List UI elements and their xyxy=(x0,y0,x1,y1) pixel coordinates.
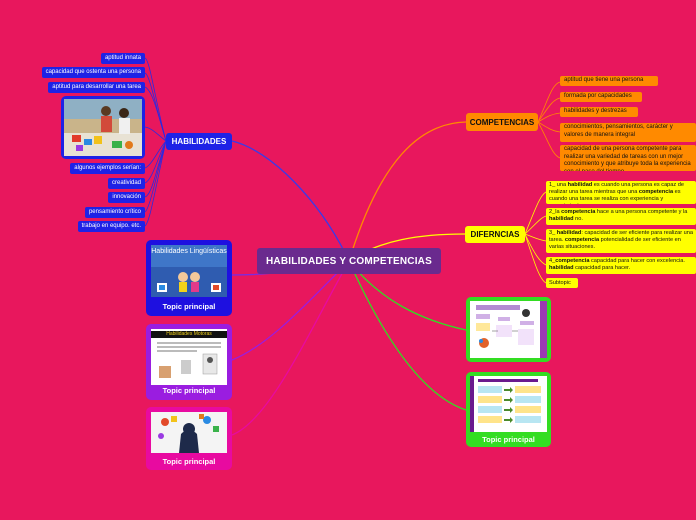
motor-skills-illustration-icon xyxy=(151,338,227,385)
topic-principal-label-1: Topic principal xyxy=(146,302,232,311)
differences-table-thumbnail xyxy=(470,376,547,432)
motoras-title: Habilidades Motoras xyxy=(151,331,227,338)
habilidades-item-pensamiento-critico[interactable]: pensamiento crítico xyxy=(85,207,145,218)
green-image-node-1[interactable] xyxy=(466,297,551,362)
hand-objects-illustration-icon xyxy=(151,412,227,453)
competencias-item-conocimientos[interactable]: conocimientos, pensamientos, carácter y … xyxy=(560,123,696,142)
diferencia-item-2[interactable]: 2_la competencia hace a una persona comp… xyxy=(546,208,696,225)
diferencia-item-4[interactable]: 4_competencia capacidad para hacer con e… xyxy=(546,257,696,274)
habilidades-item-capacidad[interactable]: capacidad que ostenta una persona xyxy=(42,67,145,78)
topic-principal-label-3: Topic principal xyxy=(146,457,232,466)
topic-principal-label-2: Topic principal xyxy=(146,386,232,395)
competencias-item-aptitud[interactable]: aptitud que tiene una persona xyxy=(560,76,658,86)
habilidades-item-aptitud-innata[interactable]: aptitud innata xyxy=(101,53,145,64)
linguisticas-title: Habilidades Lingüísticas xyxy=(151,248,227,256)
topic-node-motoras[interactable]: Habilidades Motoras Topic principal xyxy=(146,324,232,400)
habilidades-image[interactable] xyxy=(61,96,145,159)
topic-node-linguisticas[interactable]: Habilidades Lingüísticas Topic principal xyxy=(146,240,232,316)
competencias-item-destrezas[interactable]: habilidades y destrezas xyxy=(560,107,638,117)
competencias-item-capacidad-persona[interactable]: capacidad de una persona competente para… xyxy=(560,145,696,171)
habilidades-item-innovacion[interactable]: innovación xyxy=(108,192,145,203)
habilidades-item-aptitud-tarea[interactable]: aptitud para desarrollar una tarea xyxy=(48,82,145,93)
topic-principal-label-green: Topic principal xyxy=(466,435,551,444)
diferencias-node[interactable]: DIFERNCIAS xyxy=(465,226,525,243)
diferencia-item-3[interactable]: 3_ habilidad: capacidad de ser eficiente… xyxy=(546,229,696,253)
diferencia-item-1[interactable]: 1_ una habilidad es cuando una persona e… xyxy=(546,181,696,204)
comparison-diagram-thumbnail xyxy=(470,301,547,358)
topic-node-magenta[interactable]: Topic principal xyxy=(146,407,232,470)
subtopic-node[interactable]: Subtopic xyxy=(546,278,578,288)
competencias-node[interactable]: COMPETENCIAS xyxy=(466,113,538,131)
motoras-image: Habilidades Motoras xyxy=(151,329,227,385)
linguisticas-image: Habilidades Lingüísticas xyxy=(151,245,227,297)
habilidades-item-trabajo-equipo[interactable]: trabajo en equipo. etc. xyxy=(78,221,145,232)
habilidades-item-ejemplos[interactable]: algunos ejemplos serían: xyxy=(70,163,145,174)
competencias-item-capacidades[interactable]: formada por capacidades xyxy=(560,92,642,102)
children-playing-photo xyxy=(64,99,142,156)
habilidades-item-creatividad[interactable]: creatividad xyxy=(108,178,145,189)
habilidades-node[interactable]: HABILIDADES xyxy=(166,133,232,150)
green-image-node-2[interactable]: Topic principal xyxy=(466,372,551,447)
central-topic[interactable]: HABILIDADES Y COMPETENCIAS xyxy=(257,248,441,274)
